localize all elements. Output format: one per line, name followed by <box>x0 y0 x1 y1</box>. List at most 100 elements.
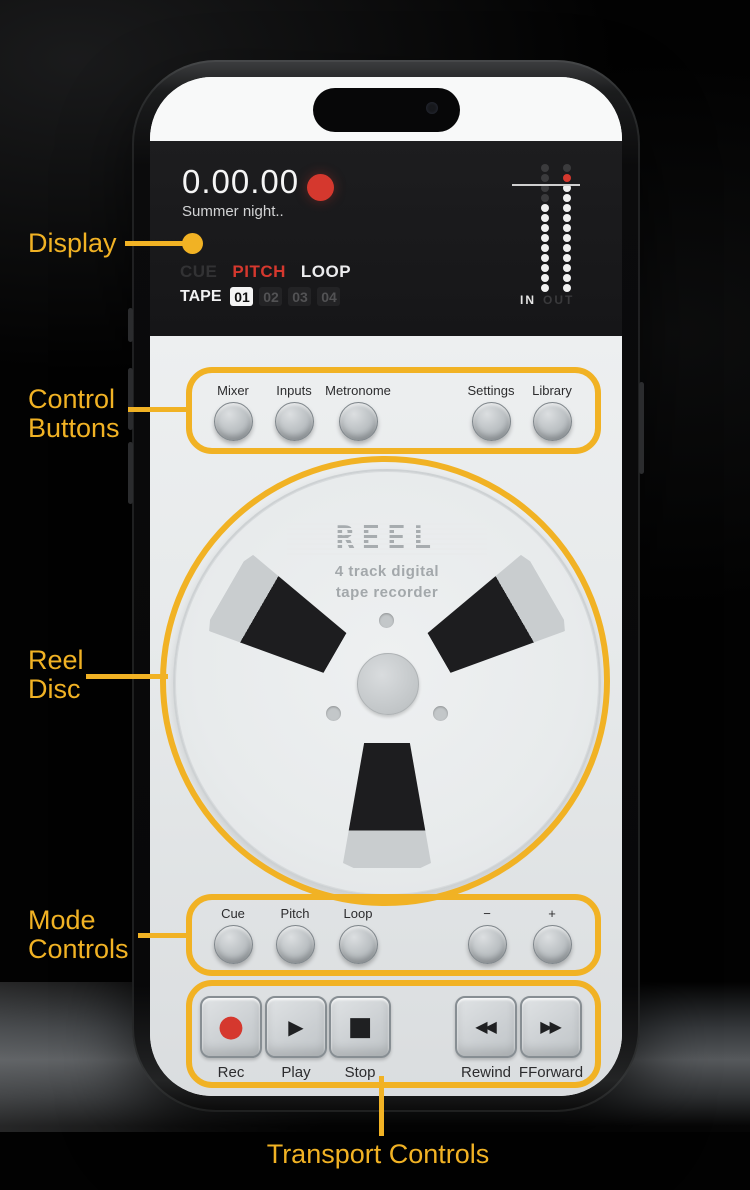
pitch-knob-icon[interactable] <box>275 925 315 964</box>
play-button[interactable]: ▶ Play <box>256 996 336 1081</box>
play-key[interactable]: ▶ <box>265 996 327 1058</box>
settings-button[interactable]: Settings <box>451 383 531 441</box>
vu-meter-peak-line <box>512 184 580 186</box>
reel-disc-outline <box>160 456 610 906</box>
fforward-key[interactable]: ▶▶ <box>520 996 582 1058</box>
vu-dot <box>563 194 571 202</box>
cue-indicator: CUE <box>180 262 218 281</box>
fforward-icon: ▶▶ <box>540 1017 562 1036</box>
rewind-button-label: Rewind <box>460 1064 512 1081</box>
rewind-key[interactable]: ◀◀ <box>455 996 517 1058</box>
library-knob-icon[interactable] <box>532 402 572 441</box>
mixer-button-label: Mixer <box>217 383 249 398</box>
vu-dot <box>541 194 549 202</box>
reel-annotation-line2: Disc <box>28 674 81 704</box>
mode-indicators: CUE PITCH LOOP <box>180 262 351 282</box>
vu-dot <box>563 284 571 292</box>
inputs-knob-icon[interactable] <box>274 402 314 441</box>
control-buttons-annotation-line <box>128 407 190 412</box>
vu-dot <box>541 254 549 262</box>
vu-dot <box>541 274 549 282</box>
vu-dot <box>563 264 571 272</box>
cue-button[interactable]: Cue <box>193 906 273 964</box>
tape-04-tab[interactable]: 04 <box>317 287 341 306</box>
settings-button-label: Settings <box>467 383 515 398</box>
vu-in-label: IN <box>520 293 536 307</box>
transport-annotation-line <box>379 1076 384 1136</box>
rewind-icon: ◀◀ <box>475 1017 497 1036</box>
rewind-button[interactable]: ◀◀ Rewind <box>446 996 526 1081</box>
mixer-button[interactable]: Mixer <box>193 383 273 441</box>
vu-meter-labels: IN OUT <box>520 293 574 307</box>
vu-dot <box>563 234 571 242</box>
tape-02-tab[interactable]: 02 <box>259 287 283 306</box>
vu-dot <box>541 174 549 182</box>
stop-icon: ■ <box>347 1012 373 1042</box>
tape-01-tab[interactable]: 01 <box>230 287 254 306</box>
power-button <box>639 382 644 474</box>
minus-icon: − <box>483 906 491 921</box>
mode-annotation-line2: Controls <box>28 934 129 964</box>
pitch-indicator: PITCH <box>232 262 286 281</box>
stop-key[interactable]: ■ <box>329 996 391 1058</box>
fforward-button[interactable]: ▶▶ FForward <box>511 996 591 1081</box>
display-annotation-label: Display <box>28 228 117 258</box>
stop-button[interactable]: ■ Stop <box>320 996 400 1081</box>
rec-button[interactable]: ● Rec <box>191 996 271 1081</box>
display-annotation-line <box>125 241 185 246</box>
cue-knob-icon[interactable] <box>213 925 253 964</box>
mode-annotation-line1: Mode <box>28 905 96 935</box>
vu-dot <box>563 274 571 282</box>
loop-button[interactable]: Loop <box>318 906 398 964</box>
control-annotation-line2: Buttons <box>28 413 120 443</box>
pitch-plus-button[interactable]: + <box>512 906 592 964</box>
reel-disc-annotation-line <box>86 674 168 679</box>
tape-03-tab[interactable]: 03 <box>288 287 312 306</box>
transport-annotation-label: Transport Controls <box>266 1139 490 1169</box>
control-buttons-annotation-label: Control Buttons <box>28 385 120 443</box>
library-button-label: Library <box>532 383 572 398</box>
pitch-button[interactable]: Pitch <box>255 906 335 964</box>
settings-knob-icon[interactable] <box>471 402 511 441</box>
mode-controls-annotation-line <box>138 933 190 938</box>
vu-dot <box>541 284 549 292</box>
metronome-button[interactable]: Metronome <box>318 383 398 441</box>
status-bar <box>150 77 622 141</box>
time-display: 0.00.00 <box>182 163 300 200</box>
play-button-label: Play <box>281 1064 311 1081</box>
stop-button-label: Stop <box>344 1064 376 1081</box>
mixer-knob-icon[interactable] <box>213 402 253 441</box>
reel-annotation-line1: Reel <box>28 645 84 675</box>
vu-dot <box>541 214 549 222</box>
inputs-button[interactable]: Inputs <box>254 383 334 441</box>
volume-down-button <box>128 442 133 504</box>
vu-meter-dots <box>541 164 571 294</box>
fforward-button-label: FForward <box>518 1064 584 1081</box>
loop-button-label: Loop <box>343 906 373 921</box>
track-name: Summer night.. <box>182 203 284 220</box>
loop-knob-icon[interactable] <box>338 925 378 964</box>
vu-dot <box>541 234 549 242</box>
library-button[interactable]: Library <box>512 383 592 441</box>
rec-key[interactable]: ● <box>200 996 262 1058</box>
pitch-minus-button[interactable]: − <box>447 906 527 964</box>
cue-button-label: Cue <box>221 906 245 921</box>
vu-dot <box>563 184 571 192</box>
control-annotation-line1: Control <box>28 384 116 414</box>
minus-knob-icon[interactable] <box>467 925 507 964</box>
display-annotation-dot <box>182 233 203 254</box>
transport-controls-outline <box>186 980 601 1088</box>
vu-out-label: OUT <box>543 293 575 307</box>
tape-label: TAPE <box>180 287 222 305</box>
tape-selector: TAPE 01 02 03 04 <box>180 287 341 306</box>
vu-dot <box>541 224 549 232</box>
record-indicator-icon <box>307 174 334 201</box>
mode-controls-annotation-label: Mode Controls <box>28 906 129 964</box>
metronome-knob-icon[interactable] <box>338 402 378 441</box>
plus-knob-icon[interactable] <box>532 925 572 964</box>
metronome-button-label: Metronome <box>325 383 391 398</box>
vu-dot <box>541 244 549 252</box>
record-icon: ● <box>217 1009 245 1044</box>
vu-dot <box>563 244 571 252</box>
